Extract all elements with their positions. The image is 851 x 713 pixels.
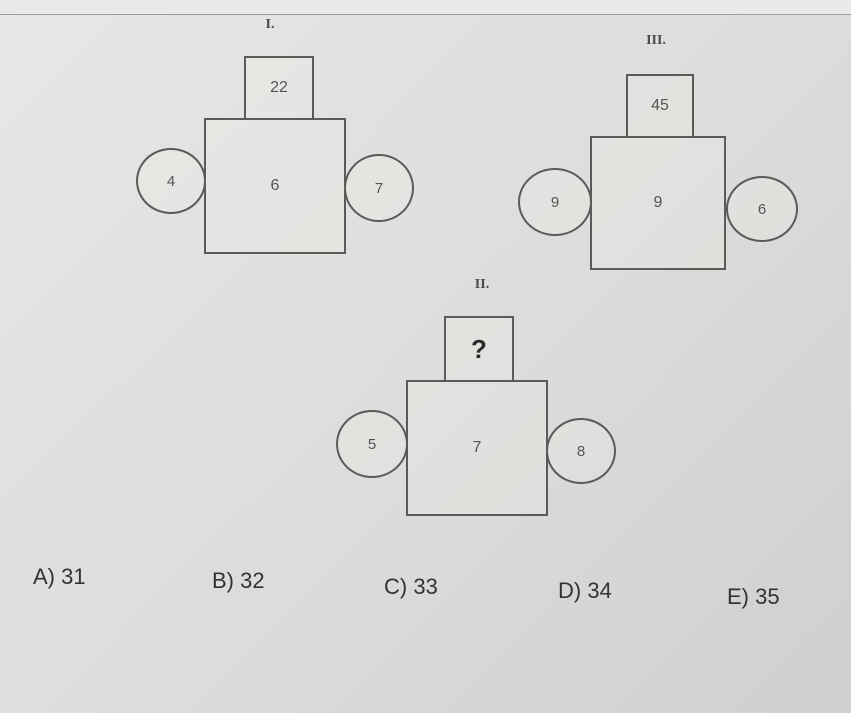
- figure-3-top-box: 45: [626, 74, 694, 138]
- figure-1-center-box: 6: [204, 118, 346, 254]
- figure-1-left-circle: 4: [136, 148, 206, 214]
- figure-2-top-box: ?: [444, 316, 514, 382]
- question-mark: ?: [471, 333, 487, 364]
- page-edge: [0, 0, 851, 15]
- figure-1-right-circle: 7: [344, 154, 414, 222]
- figure-1-top-box: 22: [244, 56, 314, 120]
- figure-2-center-box: 7: [406, 380, 548, 516]
- option-a[interactable]: A) 31: [33, 564, 86, 589]
- option-b[interactable]: B) 32: [212, 568, 265, 593]
- figure-2-label: II.: [474, 277, 490, 292]
- option-c[interactable]: C) 33: [384, 574, 438, 599]
- figure-1-label: I.: [265, 17, 275, 32]
- figure-2-left-circle: 5: [336, 410, 408, 478]
- figure-3-label: III.: [646, 33, 666, 48]
- figure-3-center-box: 9: [590, 136, 726, 270]
- option-d[interactable]: D) 34: [558, 578, 612, 603]
- figure-3-right-circle: 6: [726, 176, 798, 242]
- figure-3-left-circle: 9: [518, 168, 592, 236]
- figure-2-right-circle: 8: [546, 418, 616, 484]
- option-e[interactable]: E) 35: [727, 584, 780, 609]
